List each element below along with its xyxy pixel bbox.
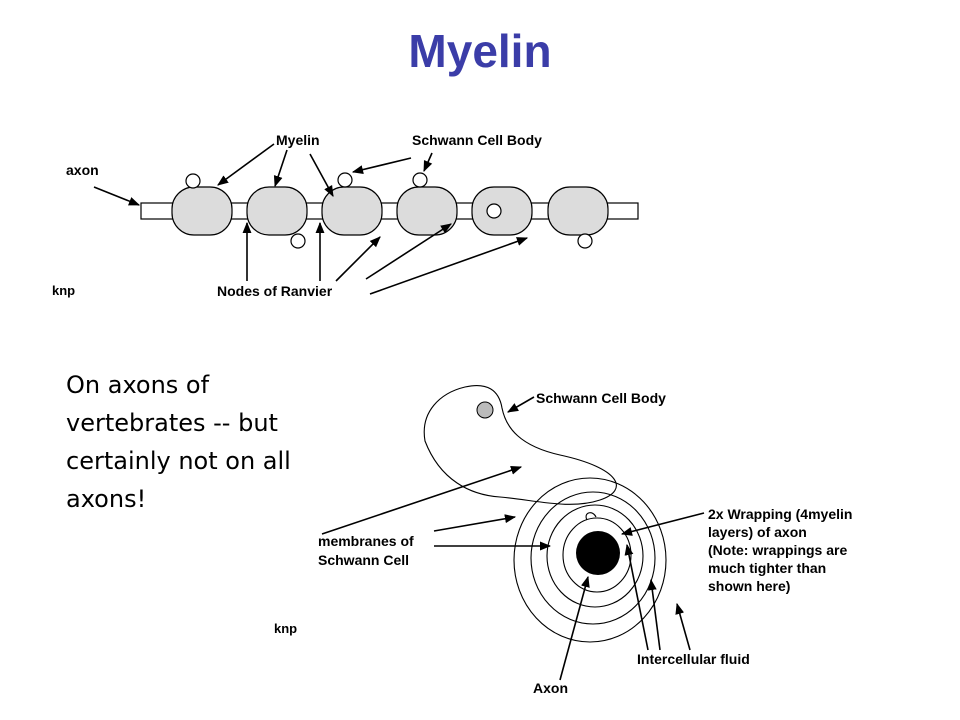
membrane-arrow: [433, 514, 517, 532]
schwann-body-arrow: [507, 396, 535, 413]
axon-arrow: [93, 186, 141, 206]
wrapping-label-line4: much tighter than: [708, 560, 826, 576]
wrapping-arrow: [620, 512, 705, 536]
membranes-label-line2: Schwann Cell: [318, 552, 409, 568]
myelin-segment: [321, 186, 383, 236]
myelin-segment: [171, 186, 233, 236]
myelin-segment: [547, 186, 609, 236]
myelin-arrow: [273, 149, 288, 188]
myelin-segment: [471, 186, 533, 236]
node-arrow: [369, 237, 529, 295]
membranes-label-line1: membranes of: [318, 533, 414, 549]
slide-title: Myelin: [408, 25, 552, 77]
fluid-arrow: [624, 543, 649, 651]
myelin-label: Myelin: [276, 132, 320, 148]
node-arrow: [365, 223, 452, 280]
myelin-arrow: [217, 143, 275, 186]
myelinated-axon-diagram: axon Myelin Schwann Cell Body Nodes of R…: [52, 132, 639, 299]
axon-label: Axon: [533, 680, 568, 696]
schwann-nucleus: [476, 401, 494, 419]
credit-label: knp: [274, 621, 297, 636]
nodes-of-ranvier-label: Nodes of Ranvier: [217, 283, 333, 299]
top-leader-lines: [93, 143, 529, 295]
membrane-arrow: [321, 465, 523, 535]
axon-core: [576, 531, 620, 575]
schwann-cell-body: [337, 172, 353, 188]
fluid-arrow: [675, 602, 691, 651]
credit-label: knp: [52, 283, 75, 298]
schwann-cell-body: [486, 203, 502, 219]
myelin-arrow: [309, 153, 334, 197]
wrapping-label-line5: shown here): [708, 578, 790, 594]
node-arrow: [335, 236, 381, 282]
fluid-arrow: [647, 578, 661, 651]
schwann-body-arrow: [423, 152, 433, 173]
myelin-segment: [396, 186, 458, 236]
schwann-cell-body: [290, 233, 306, 249]
schwann-wrapping-diagram: Schwann Cell Body membranes of Schwann C…: [274, 385, 852, 696]
bottom-leader-lines: [321, 396, 705, 681]
myelin-segment: [246, 186, 308, 236]
wrapping-label-line2: layers) of axon: [708, 524, 807, 540]
schwann-cell-body: [577, 233, 593, 249]
schwann-cell-body-label: Schwann Cell Body: [536, 390, 666, 406]
myelin-wrappings: [513, 477, 667, 643]
intercellular-fluid-label: Intercellular fluid: [637, 651, 750, 667]
schwann-cell-outline: [423, 385, 617, 505]
schwann-cell-body: [185, 173, 201, 189]
wrapping-label-line3: (Note: wrappings are: [708, 542, 847, 558]
schwann-cell-body: [412, 172, 428, 188]
schwann-body-arrow: [351, 157, 412, 174]
axon-arrow: [559, 575, 590, 681]
axon-label: axon: [66, 162, 99, 178]
schwann-cell-body-label: Schwann Cell Body: [412, 132, 542, 148]
body-text: On axons of vertebrates -- but certainly…: [66, 371, 291, 513]
wrapping-label-line1: 2x Wrapping (4myelin: [708, 506, 852, 522]
